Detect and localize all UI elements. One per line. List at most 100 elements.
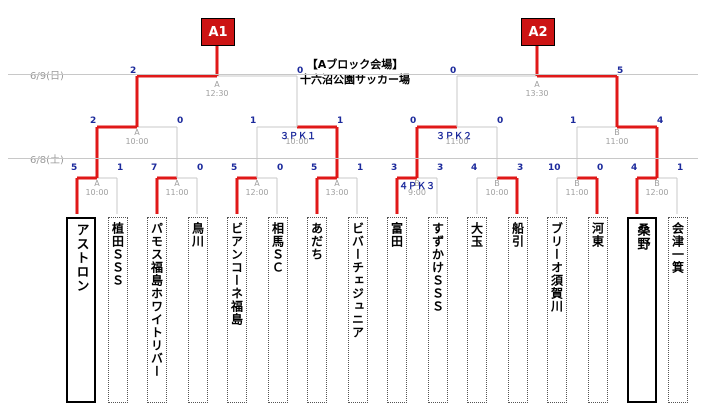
- score-label: 0: [597, 163, 604, 173]
- venue-ground-name: 十六沼公園サッカー場: [300, 73, 410, 86]
- date-divider: [8, 74, 698, 75]
- score-label: 1: [357, 163, 364, 173]
- score-label: 2: [90, 116, 97, 126]
- date-divider: [8, 158, 698, 159]
- team-name: アストロン: [73, 223, 89, 293]
- pk-label: ３ＰＫ１: [280, 132, 317, 142]
- team-box: ブリーオ須賀川: [547, 217, 567, 403]
- match-time: 10:00: [85, 188, 109, 197]
- match-time: 9:00: [408, 188, 426, 197]
- score-label: 0: [277, 163, 284, 173]
- score-label: 1: [570, 116, 577, 126]
- team-name: 船引: [510, 222, 525, 248]
- team-box: 河東: [588, 217, 608, 403]
- score-label: 1: [677, 163, 684, 173]
- team-name: 会津一箕: [670, 222, 685, 274]
- score-label: 0: [177, 116, 184, 126]
- match-time: 11:00: [605, 137, 629, 146]
- match-venue: A: [134, 128, 140, 137]
- match-venue: A: [334, 179, 340, 188]
- match-time: 10:00: [125, 137, 149, 146]
- match-label: A11:00: [427, 128, 487, 146]
- match-venue: B: [494, 179, 500, 188]
- team-name: パモス福島ホワイトリバー: [149, 222, 164, 378]
- team-name: 相馬ＳＣ: [270, 222, 285, 274]
- team-name: 桑野: [634, 223, 650, 251]
- score-label: 2: [130, 66, 137, 76]
- match-venue: B: [574, 179, 580, 188]
- score-label: 1: [117, 163, 124, 173]
- pk-label: ４ＰＫ３: [399, 182, 436, 192]
- team-name: 鳥川: [190, 222, 205, 248]
- score-label: 3: [437, 163, 444, 173]
- team-name: ブリーオ須賀川: [549, 222, 564, 313]
- team-box: ビバーチェジュニア: [348, 217, 368, 403]
- score-label: 3: [517, 163, 524, 173]
- match-label: A10:00: [267, 128, 327, 146]
- score-label: 4: [631, 163, 638, 173]
- team-box: 会津一箕: [668, 217, 688, 403]
- team-name: すずかけＳＳＳ: [430, 222, 445, 313]
- team-box: 船引: [508, 217, 528, 403]
- match-time: 13:30: [525, 89, 549, 98]
- seed-box-a1: A1: [201, 18, 235, 46]
- match-time: 10:00: [285, 137, 309, 146]
- match-venue: A: [174, 179, 180, 188]
- team-box: 植田ＳＳＳ: [108, 217, 128, 403]
- score-label: 0: [410, 116, 417, 126]
- score-label: 5: [617, 66, 624, 76]
- match-venue: B: [654, 179, 660, 188]
- match-time: 12:00: [245, 188, 269, 197]
- score-label: 1: [250, 116, 257, 126]
- team-box: 鳥川: [188, 217, 208, 403]
- team-box: パモス福島ホワイトリバー: [147, 217, 167, 403]
- team-name: ビバーチェジュニア: [350, 222, 365, 339]
- team-box: あだち: [307, 217, 327, 403]
- score-label: 0: [297, 66, 304, 76]
- match-venue: B: [414, 179, 420, 188]
- team-box: 相馬ＳＣ: [268, 217, 288, 403]
- match-venue: A: [254, 179, 260, 188]
- score-label: 10: [548, 163, 561, 173]
- score-label: 1: [337, 116, 344, 126]
- score-label: 0: [197, 163, 204, 173]
- team-name: あだち: [309, 222, 324, 261]
- score-label: 5: [71, 163, 78, 173]
- match-time: 11:00: [165, 188, 189, 197]
- match-time: 12:00: [645, 188, 669, 197]
- team-name: 大玉: [469, 222, 484, 248]
- score-label: 3: [391, 163, 398, 173]
- team-name: 植田ＳＳＳ: [110, 222, 125, 287]
- date-label-day1: 6/8(土): [30, 155, 64, 166]
- team-box: すずかけＳＳＳ: [428, 217, 448, 403]
- match-venue: A: [94, 179, 100, 188]
- score-label: 0: [497, 116, 504, 126]
- team-name: 河東: [590, 222, 605, 248]
- match-time: 13:00: [325, 188, 349, 197]
- match-venue: A: [534, 80, 540, 89]
- team-box: 大玉: [467, 217, 487, 403]
- seed-box-a2: A2: [521, 18, 555, 46]
- score-label: 5: [311, 163, 318, 173]
- match-time: 11:00: [565, 188, 589, 197]
- score-label: 7: [151, 163, 158, 173]
- team-box: 富田: [387, 217, 407, 403]
- pk-label: ３ＰＫ２: [436, 132, 473, 142]
- score-label: 0: [450, 66, 457, 76]
- team-box: ビアンコーネ福島: [227, 217, 247, 403]
- match-venue: A: [214, 80, 220, 89]
- date-label-day2: 6/9(日): [30, 71, 64, 82]
